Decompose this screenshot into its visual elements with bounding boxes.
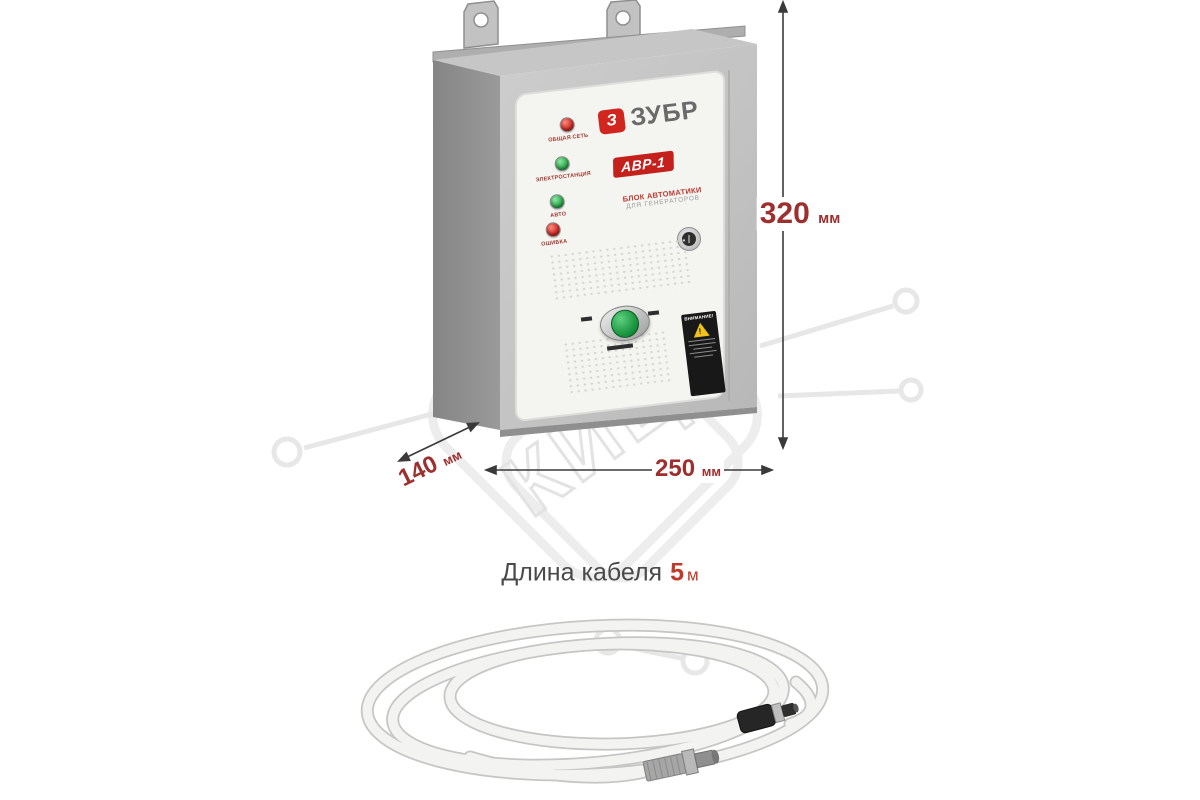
box-top-face [433, 29, 757, 76]
cable-length-label: Длина кабеля [501, 558, 663, 587]
cable-connector-black [736, 702, 799, 734]
led-red-icon [544, 221, 562, 239]
led-red-icon [558, 116, 576, 134]
dimension-width-label: 250 мм [652, 455, 724, 483]
warning-text-line [694, 354, 714, 359]
cable [360, 618, 830, 784]
cable-connector-metal [642, 748, 720, 782]
led-green-icon [553, 155, 571, 173]
warning-triangle-icon: ! [691, 321, 710, 338]
dimension-height-unit: мм [818, 210, 841, 227]
dimension-width-unit: мм [701, 464, 721, 479]
box-bottom-edge [500, 407, 757, 437]
dimension-width-value: 250 [655, 455, 696, 482]
cable-length-unit: м [687, 565, 699, 585]
dimension-depth-unit: мм [440, 447, 465, 469]
warning-title: ВНИМАНИЕ! [683, 313, 714, 322]
brand-emblem-icon: З [597, 107, 627, 135]
led-green-icon [548, 193, 566, 211]
box-side-face [433, 60, 500, 430]
dimension-height-value: 320 [759, 197, 810, 230]
warning-glyph: ! [698, 326, 702, 336]
dimension-height-label: 320 мм [756, 197, 844, 231]
warning-text-line [693, 346, 713, 351]
cable-length-value: 5 [670, 558, 684, 587]
green-button-icon [609, 307, 641, 339]
